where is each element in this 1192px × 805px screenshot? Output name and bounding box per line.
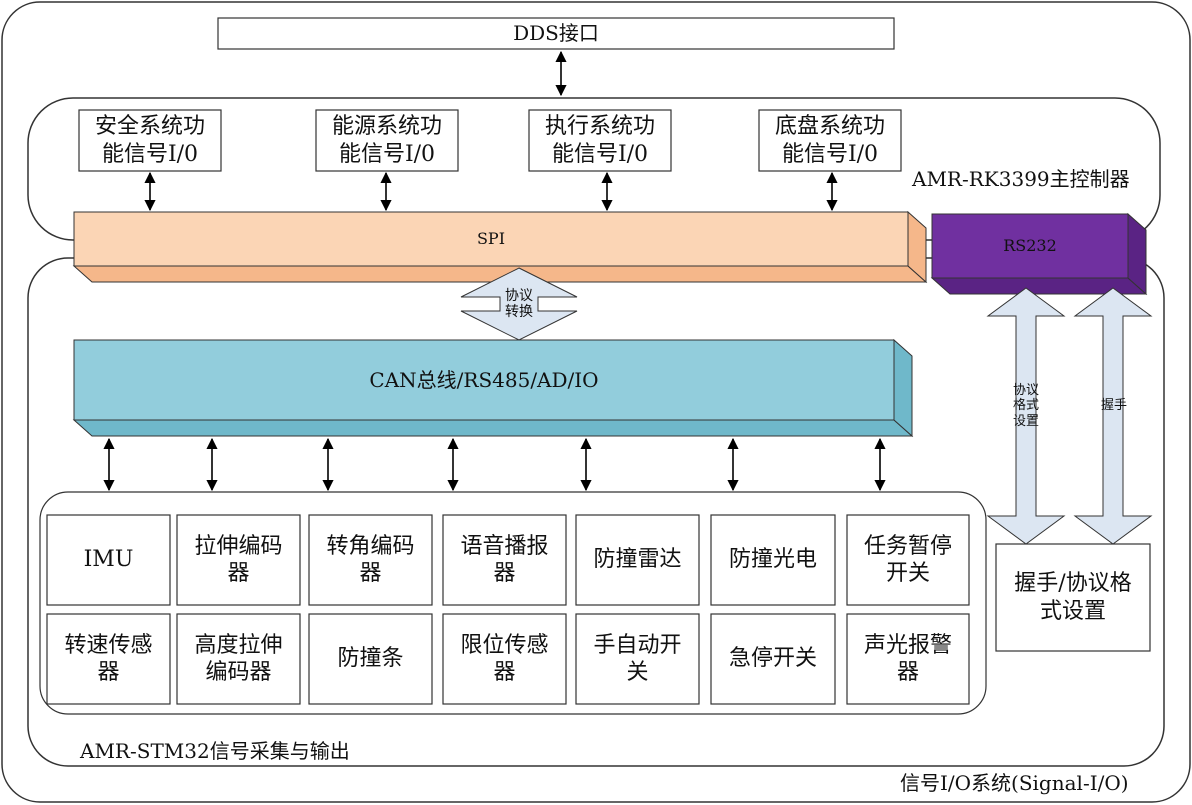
can-bus-label: CAN总线/RS485/AD/IO bbox=[369, 367, 599, 392]
handshake-setting-label: 握手/协议格 式设置 bbox=[1014, 571, 1132, 624]
module-box-safety bbox=[78, 109, 222, 172]
handshake-arrow bbox=[1073, 287, 1153, 545]
sensor-stretch-encoder: 拉伸编码 器 bbox=[194, 533, 283, 587]
rs232-bar bbox=[930, 212, 1148, 296]
protocol-convert-arrow bbox=[460, 267, 578, 341]
connector-arrows bbox=[103, 50, 886, 492]
sensor-collision-radar: 防撞雷达 bbox=[593, 547, 682, 573]
module-label-energy: 能源系统功 能信号I/0 bbox=[331, 114, 442, 167]
spi-label: SPI bbox=[476, 229, 506, 248]
sensor-collision-photoelectric: 防撞光电 bbox=[728, 547, 817, 573]
handshake-arrow-label: 握手 bbox=[1100, 397, 1127, 413]
sensor-angle-encoder: 转角编码 器 bbox=[326, 533, 415, 587]
spi-bus-bar bbox=[72, 210, 928, 284]
sensor-group-frame bbox=[39, 491, 987, 715]
handshake-setting-box bbox=[995, 543, 1151, 652]
system-title: 信号I/O系统(Signal-I/O) bbox=[900, 770, 1129, 795]
sensor-bumper-strip: 防撞条 bbox=[337, 646, 404, 672]
controller-title: AMR-RK3399主控制器 bbox=[912, 166, 1130, 191]
module-box-chassis bbox=[758, 109, 902, 172]
sensor-speed: 转速传感 器 bbox=[64, 632, 153, 686]
stm32-title: AMR-STM32信号采集与输出 bbox=[80, 738, 350, 763]
dds-interface-box bbox=[217, 17, 895, 50]
sensor-height-stretch-encoder: 高度拉伸 编码器 bbox=[194, 632, 283, 686]
protocol-convert-label: 协议 转换 bbox=[505, 287, 533, 320]
rs232-label: RS232 bbox=[1003, 236, 1057, 255]
sensor-voice-broadcaster: 语音播报 器 bbox=[460, 533, 549, 587]
module-label-safety: 安全系统功 能信号I/0 bbox=[94, 114, 205, 167]
module-box-execution bbox=[528, 109, 672, 172]
dds-interface-label: DDS接口 bbox=[513, 21, 599, 45]
sensor-emergency-stop: 急停开关 bbox=[728, 646, 817, 672]
protocol-format-arrow bbox=[986, 287, 1066, 545]
module-label-execution: 执行系统功 能信号I/0 bbox=[544, 114, 655, 167]
sensor-sound-light-alarm: 声光报警 器 bbox=[863, 632, 952, 686]
sensor-row-1-boxes bbox=[46, 514, 970, 606]
module-label-chassis: 底盘系统功 能信号I/0 bbox=[774, 114, 885, 167]
sensor-manual-auto-switch: 手自动开 关 bbox=[593, 632, 682, 686]
sensor-limit: 限位传感 器 bbox=[460, 632, 549, 686]
sensor-row-2-boxes bbox=[46, 613, 970, 705]
protocol-format-arrow-label: 协议 格式 设置 bbox=[1012, 382, 1039, 429]
sensor-task-pause-switch: 任务暂停 开关 bbox=[863, 533, 952, 587]
sensor-imu: IMU bbox=[83, 547, 134, 573]
can-bus-bar bbox=[72, 338, 914, 438]
module-box-energy bbox=[315, 109, 459, 172]
